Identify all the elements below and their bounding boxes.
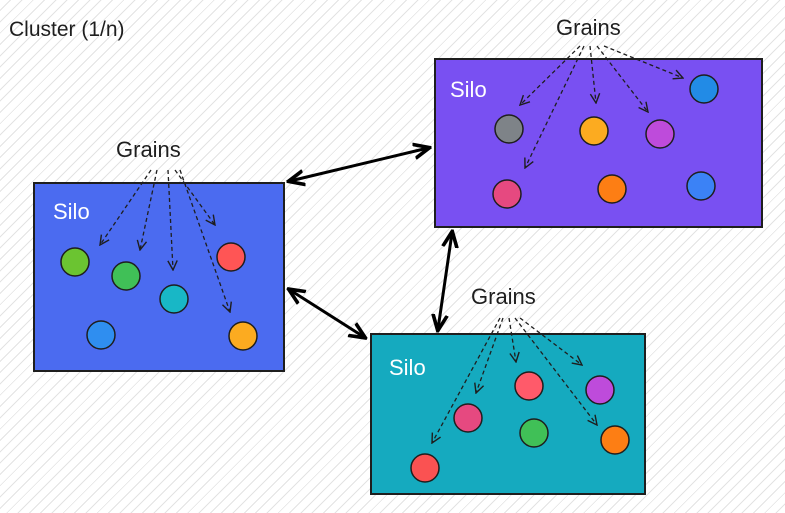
grain [514,371,544,401]
silo-bottom: Silo Grains [370,284,646,495]
silo-connectors [290,148,452,337]
grain [579,116,609,146]
grain-arrow [100,169,152,245]
grain [453,403,483,433]
grain [86,320,116,350]
grain [228,321,258,351]
grain [689,74,719,104]
grain-arrow [476,317,504,393]
grain-arrow [520,45,581,105]
silo-top-right: Silo Grains [434,15,763,228]
grain-arrows [520,45,683,168]
grain [519,418,549,448]
grain-arrow [514,317,597,425]
grain-arrow [589,45,596,103]
grain-arrow [519,317,582,365]
grain-arrows [432,317,597,443]
grain-arrow [603,45,683,78]
grain [645,119,675,149]
silo-label: Silo [53,199,90,224]
grain [600,425,630,455]
grain [597,174,627,204]
grains-label: Grains [556,15,621,40]
silo-label: Silo [389,355,426,380]
grain [60,247,90,277]
grain-arrow [432,317,501,443]
connector-left-top [290,148,428,181]
grain [492,179,522,209]
grain-arrow [174,169,215,225]
grain [410,453,440,483]
connector-top-bottom [438,233,452,329]
grain [159,284,189,314]
grain [216,242,246,272]
grain-arrows [100,169,230,312]
grain-arrow [508,317,516,362]
grains-label: Grains [471,284,536,309]
grain [686,171,716,201]
silo-label: Silo [450,77,487,102]
grain-arrow [525,45,585,168]
grain [585,375,615,405]
cluster-title: Cluster (1/n) [9,18,125,41]
grain [111,261,141,291]
connector-left-bottom [290,290,364,337]
grains-label: Grains [116,137,181,162]
silo-left: Silo Grains [33,137,285,372]
grain [494,114,524,144]
grain-arrow [168,169,173,270]
